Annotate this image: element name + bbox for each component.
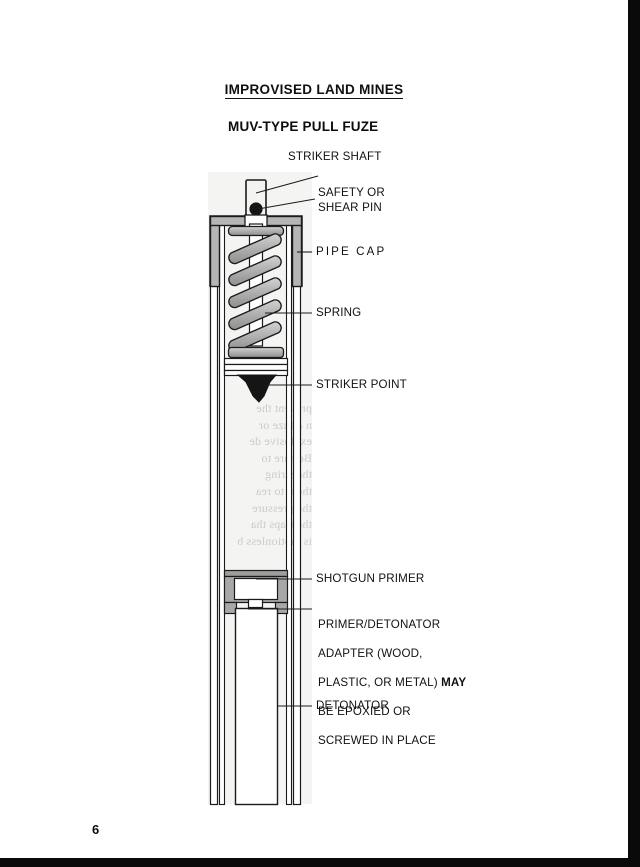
shotgun-primer [223, 569, 289, 609]
leader-lines [248, 175, 319, 707]
adapter-line-1: PRIMER/DETONATOR [318, 617, 441, 631]
label-striker-shaft: STRIKER SHAFT [288, 150, 382, 163]
detonator [234, 607, 279, 806]
label-safety-shear-pin: SAFETY OR SHEAR PIN [318, 186, 385, 214]
adapter-line-4: BE EPOXIED OR [318, 705, 411, 719]
pipe-body [209, 215, 302, 806]
scan-edge-bottom [0, 858, 640, 867]
figure-title: MUV-TYPE PULL FUZE [228, 119, 379, 134]
scan-edge-right [628, 0, 640, 867]
label-striker-point: STRIKER POINT [316, 378, 407, 391]
label-pipe-cap: PIPE CAP [316, 245, 387, 258]
adapter-line-2: ADAPTER (WOOD, [318, 646, 423, 660]
shear-pin [249, 202, 263, 216]
label-detonator: DETONATOR [316, 699, 389, 712]
label-primer-detonator-adapter: PRIMER/DETONATOR ADAPTER (WOOD, PLASTIC,… [318, 603, 466, 749]
page-number: 6 [92, 822, 100, 837]
label-shotgun-primer: SHOTGUN PRIMER [316, 572, 425, 585]
adapter-line-5: SCREWED IN PLACE [318, 734, 436, 748]
label-spring: SPRING [316, 306, 362, 319]
striker-guide-bands [223, 357, 289, 377]
adapter-line-3a: PLASTIC, OR METAL) [318, 675, 442, 689]
document-title-text: IMPROVISED LAND MINES [224, 82, 404, 99]
document-title: IMPROVISED LAND MINES [0, 82, 628, 99]
striker-point [236, 374, 278, 403]
spring [227, 223, 285, 359]
adapter-line-3b-emphasis: MAY [441, 675, 467, 689]
